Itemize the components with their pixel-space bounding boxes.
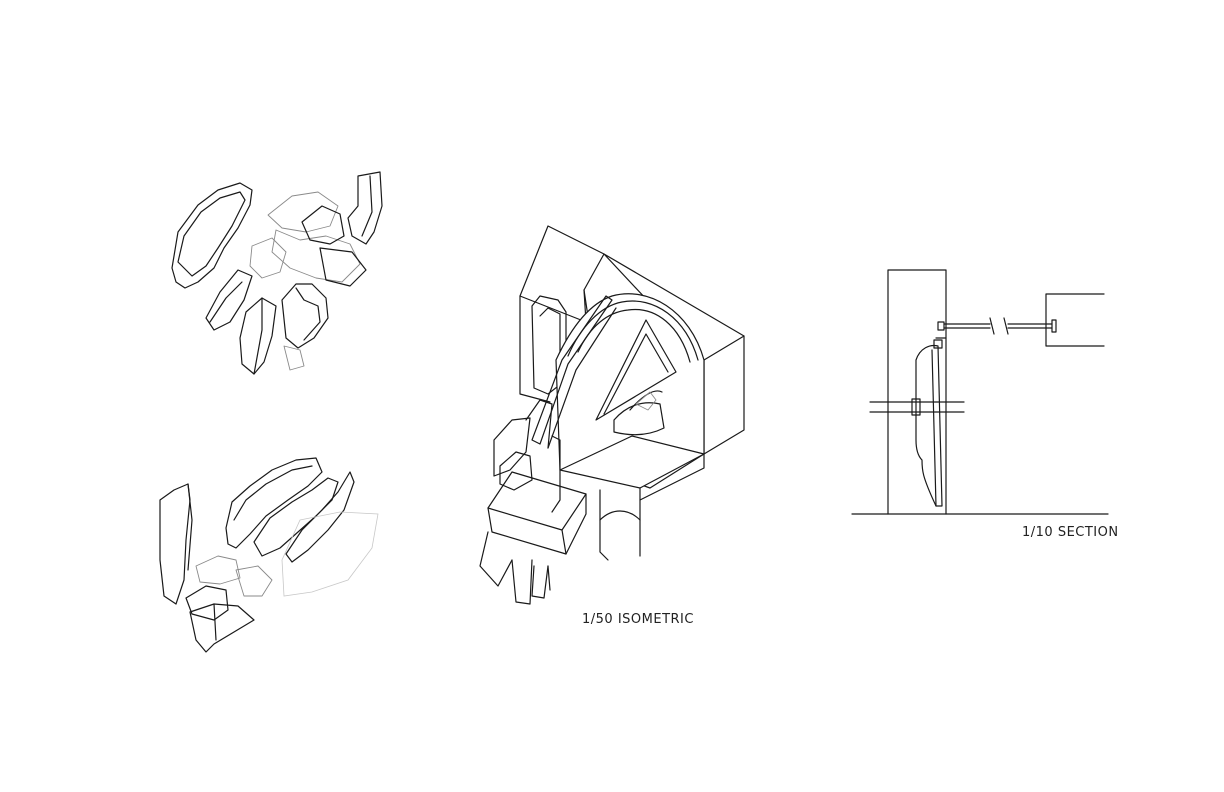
isometric-drawing (479, 225, 745, 605)
section-drawing (851, 269, 1109, 515)
rock-fragments-sketch-lower (159, 457, 379, 653)
section-caption: 1/10 SECTION (1022, 525, 1119, 540)
rock-fragments-sketch-upper (171, 171, 383, 375)
isometric-caption: 1/50 ISOMETRIC (582, 612, 694, 627)
